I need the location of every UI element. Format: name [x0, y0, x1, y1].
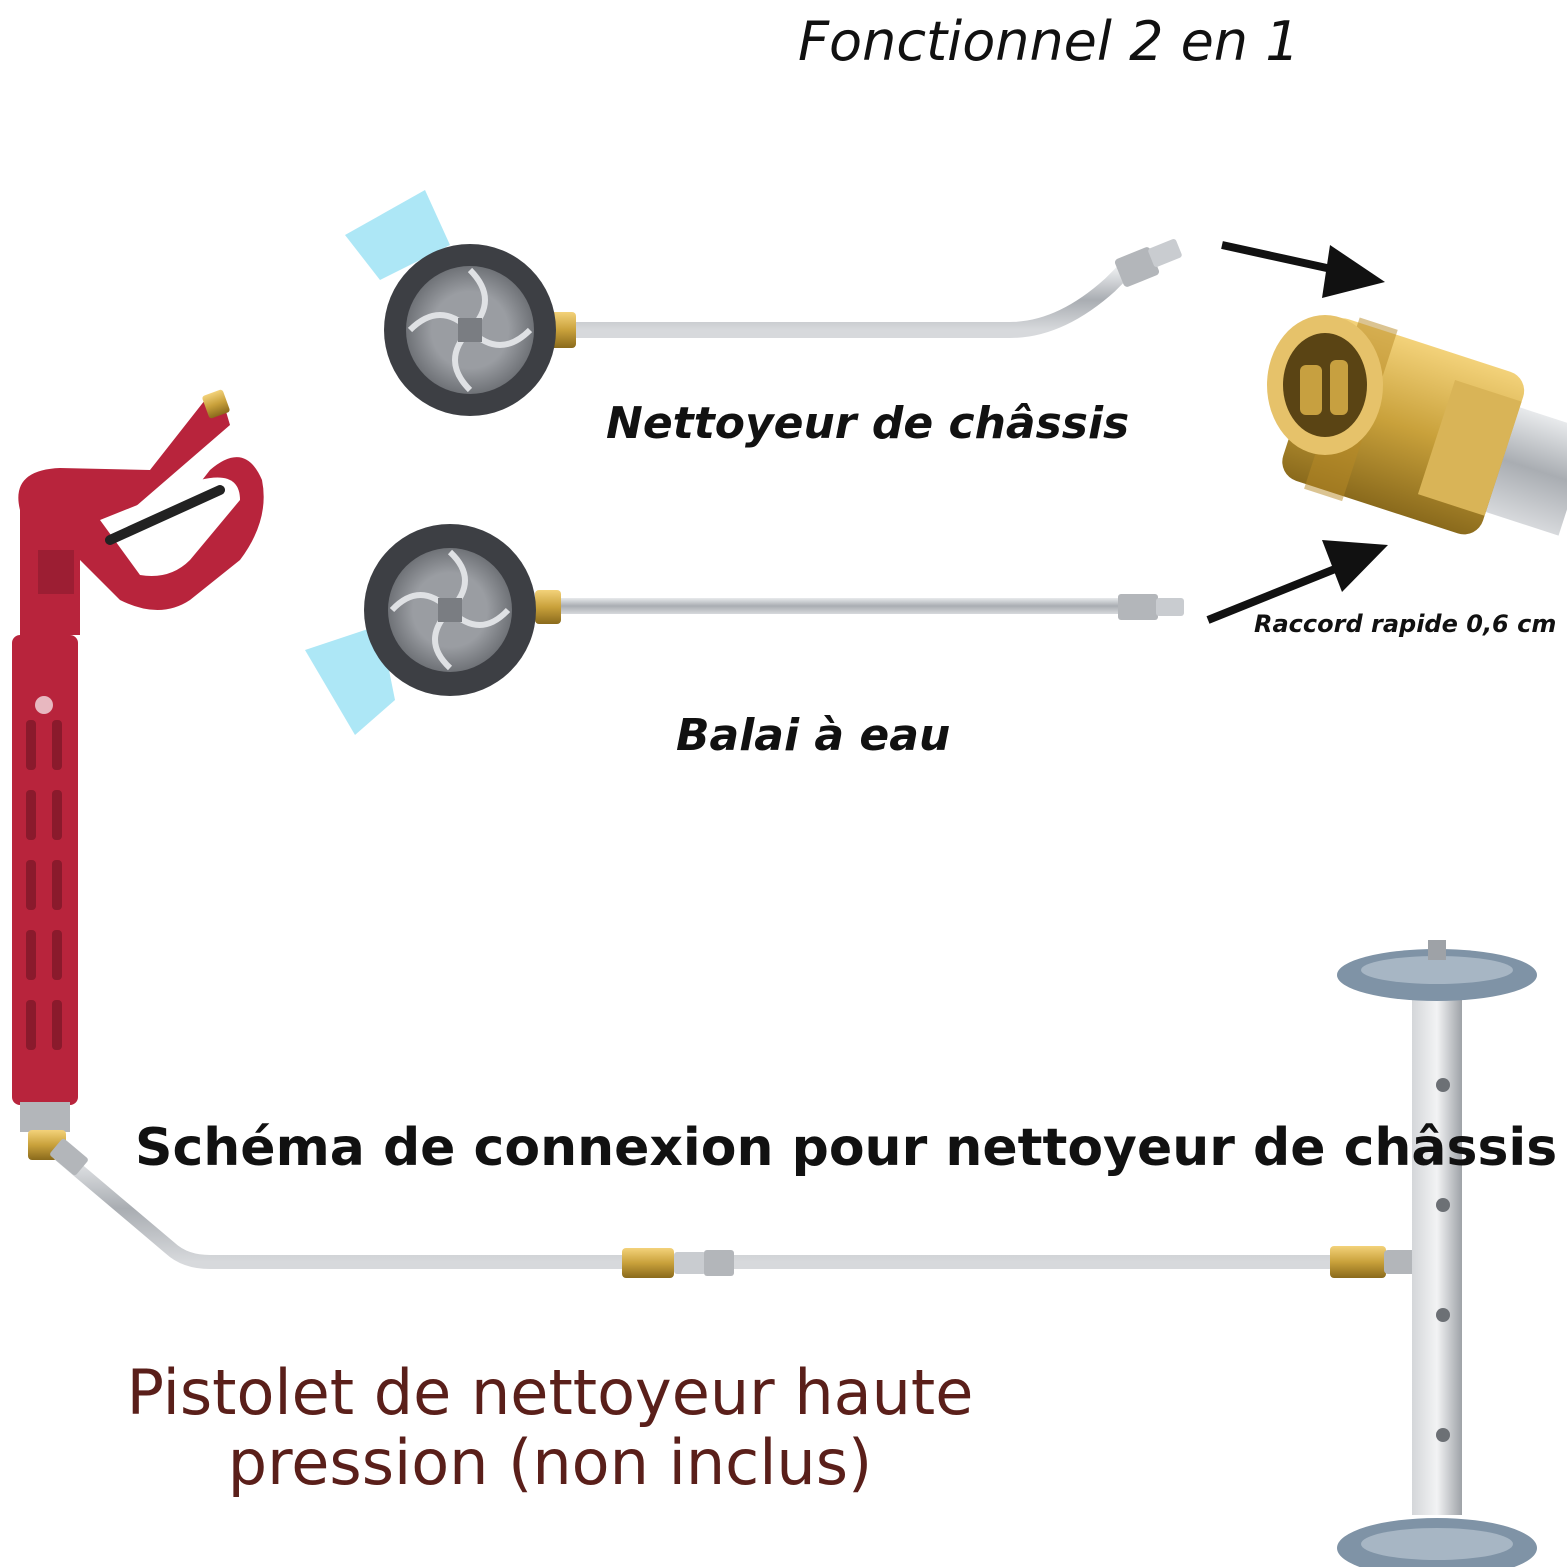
- quick-connector-label: Raccord rapide 0,6 cm: [1254, 610, 1557, 638]
- page-title: Fonctionnel 2 en 1: [798, 10, 1300, 73]
- connection-diagram-label: Schéma de connexion pour nettoyeur de ch…: [135, 1118, 1558, 1178]
- gun-not-included-label: Pistolet de nettoyeur haute pression (no…: [126, 1356, 974, 1499]
- spray-gun-icon: [12, 389, 264, 1160]
- chassis-cleaner-icon: [345, 190, 1182, 416]
- water-broom-label: Balai à eau: [676, 710, 951, 761]
- connection-assembly-icon: [50, 940, 1537, 1567]
- arrow-icon: [1206, 540, 1388, 624]
- water-broom-icon: [305, 524, 1184, 735]
- quick-connector-icon: [1267, 315, 1567, 536]
- spray-icon: [305, 625, 395, 735]
- arrow-icon: [1221, 241, 1385, 298]
- chassis-cleaner-label: Nettoyeur de châssis: [606, 398, 1130, 449]
